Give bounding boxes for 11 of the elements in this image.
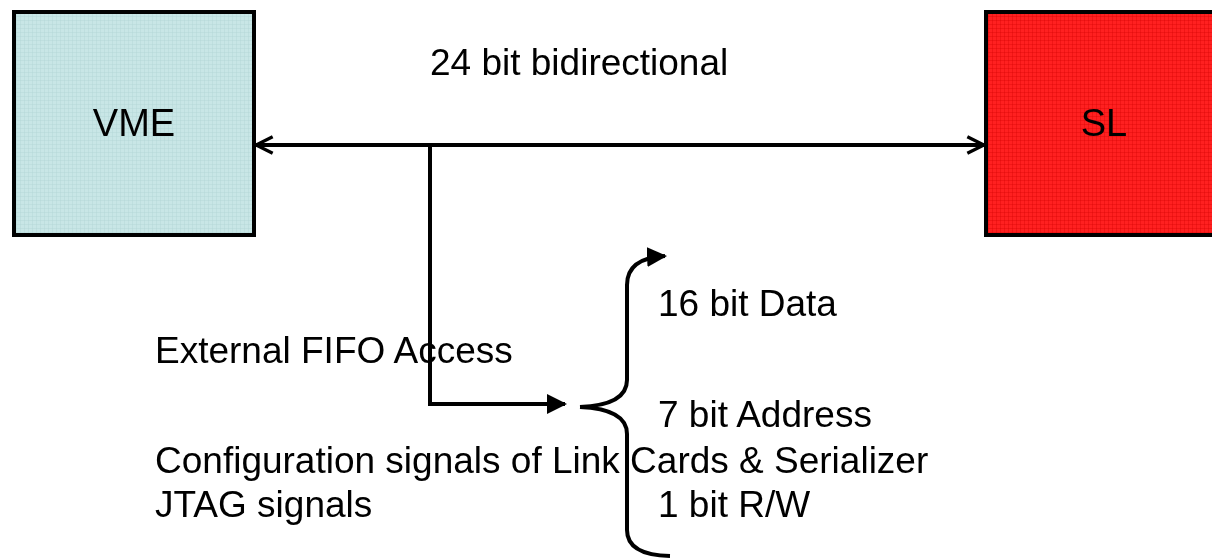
block-label: VME	[92, 102, 176, 145]
branch-arrow	[256, 143, 567, 414]
block-label: SL	[1080, 102, 1128, 145]
signal-label: Configuration signals of Link Cards & Serializer	[155, 442, 929, 479]
bus-arrow	[254, 135, 986, 155]
block-box	[984, 10, 1212, 237]
signal-label: 1 bit R/W	[658, 486, 811, 523]
signal-label: JTAG signals	[155, 486, 373, 523]
block-box	[12, 10, 256, 237]
signal-label: 7 bit Address	[658, 396, 872, 433]
signal-label: 16 bit Data	[658, 285, 837, 322]
